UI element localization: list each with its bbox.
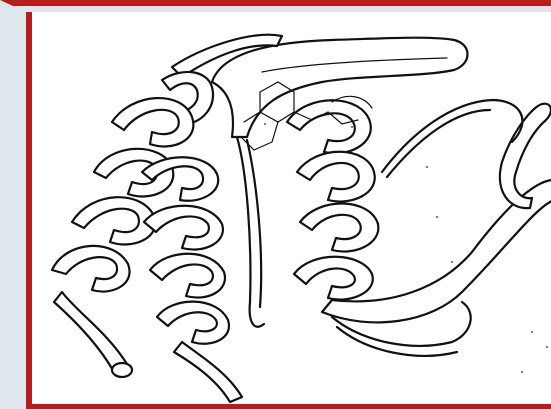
- protein-ribbon-diagram: [32, 12, 551, 404]
- left-alpha-helix: [52, 98, 193, 377]
- right-alpha-helix: [287, 100, 378, 299]
- figure-panel: [26, 12, 551, 409]
